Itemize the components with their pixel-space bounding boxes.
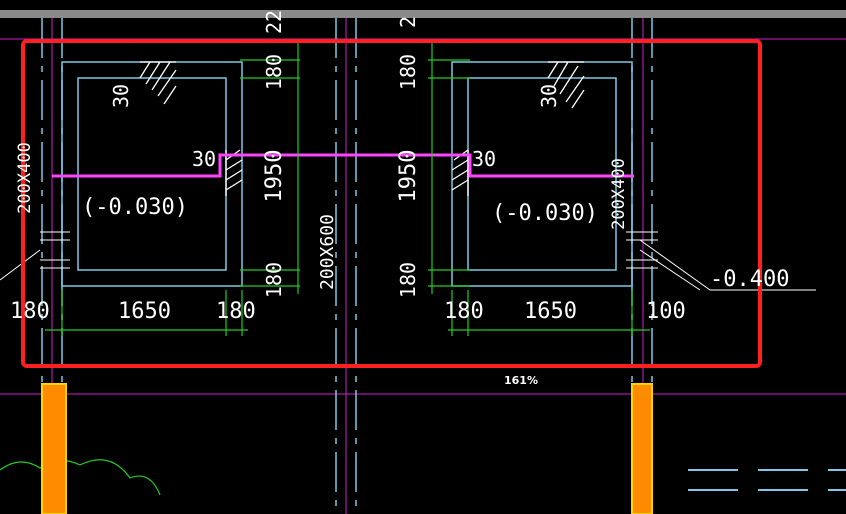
- selection-highlight-frame: [21, 39, 762, 368]
- label-center-left-1950: 1950: [262, 150, 287, 203]
- label-center-left-180-bottom: 180: [262, 262, 286, 298]
- label-bottom-left-180: 180: [10, 299, 50, 324]
- tree-outline: [0, 459, 161, 496]
- drawing-labels: 30 200X400 (-0.030) 30 22 180 1950 180 2…: [10, 10, 789, 324]
- level-leader-left: [0, 249, 41, 281]
- top-toolbar-strip: [0, 10, 846, 18]
- column-left: [41, 383, 67, 514]
- label-center-beam-section: 200X600: [317, 214, 338, 290]
- level-leader-right: [639, 239, 816, 291]
- label-left-step-30: 30: [192, 147, 216, 171]
- label-bottom-left-1650: 1650: [118, 299, 171, 324]
- label-left-top-30: 30: [109, 84, 133, 108]
- leader-lines: [0, 231, 816, 291]
- bottom-right-dashes: [688, 469, 846, 491]
- hatch-right-top: [547, 61, 585, 109]
- label-left-beam-section: 200X400: [15, 142, 35, 214]
- label-center-right-1950: 1950: [396, 150, 421, 203]
- label-right-step-30: 30: [472, 147, 496, 171]
- label-center-left-180-top: 180: [262, 54, 286, 90]
- right-room-outer: [451, 61, 633, 287]
- label-center-right-180-bottom: 180: [396, 262, 420, 298]
- break-marks-right: [626, 231, 658, 269]
- label-bottom-left-180-b: 180: [216, 299, 256, 324]
- label-center-right-180-top: 180: [396, 54, 420, 90]
- hatch-left-step: [225, 149, 243, 196]
- floor-step-line: [52, 153, 634, 178]
- zoom-level-indicator: 161%: [504, 374, 538, 387]
- label-bottom-right-180: 180: [444, 299, 484, 324]
- label-bottom-right-1650: 1650: [524, 299, 577, 324]
- break-marks-left: [40, 231, 70, 269]
- label-right-top-30: 30: [537, 84, 561, 108]
- label-right-beam-section: 200X400: [609, 158, 629, 230]
- hatch-right-step: [451, 149, 469, 196]
- column-right: [631, 383, 653, 514]
- label-left-elevation: (-0.030): [82, 195, 188, 220]
- label-bottom-right-100: 100: [646, 299, 686, 324]
- left-room-inner: [77, 77, 227, 271]
- dimension-lines: [0, 40, 650, 496]
- label-center-right-top: 2: [396, 16, 420, 28]
- left-room-outer: [61, 61, 243, 287]
- label-center-left-top: 22: [262, 10, 286, 34]
- hatch-left-top: [139, 61, 177, 105]
- level-leader-right-2: [639, 249, 701, 291]
- left-room-walls: [61, 61, 243, 287]
- label-right-elevation: (-0.030): [492, 201, 598, 226]
- label-right-level: -0.400: [710, 267, 789, 292]
